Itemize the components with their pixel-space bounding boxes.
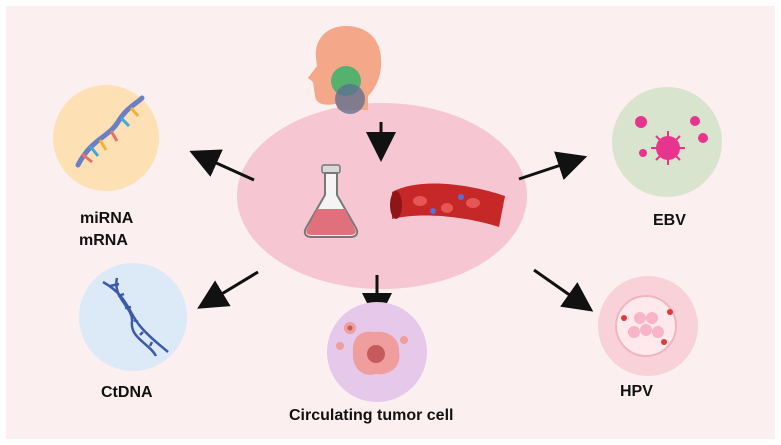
label-ctc: Circulating tumor cell	[289, 407, 454, 424]
arrow-to-rna	[189, 149, 255, 182]
label-mrna: mRNA	[79, 232, 128, 249]
ebv-circle	[612, 87, 722, 197]
rna-circle	[53, 85, 159, 191]
tumor-cell-icon	[336, 322, 408, 375]
human-head-profile-icon	[308, 26, 382, 114]
rna-strand-icon	[75, 95, 145, 168]
label-ctdna: CtDNA	[101, 384, 153, 401]
label-mirna: miRNA	[80, 210, 134, 227]
arrows	[189, 122, 594, 323]
arrow-to-ctdna	[197, 270, 259, 309]
arrow-to-ebv	[518, 151, 588, 181]
ctc-circle	[327, 302, 427, 402]
label-hpv: HPV	[620, 383, 653, 400]
label-ebv: EBV	[653, 212, 686, 229]
ebv-virus-icon	[635, 116, 708, 165]
blood-vessel-icon	[390, 183, 505, 227]
hpv-virus-icon	[615, 295, 677, 357]
arrow-to-hpv	[533, 268, 594, 312]
dna-double-helix-icon	[102, 277, 169, 357]
center-ellipse	[237, 103, 527, 289]
blood-sample-flask-icon	[303, 164, 359, 238]
hpv-circle	[598, 276, 698, 376]
ctdna-circle	[79, 263, 187, 371]
